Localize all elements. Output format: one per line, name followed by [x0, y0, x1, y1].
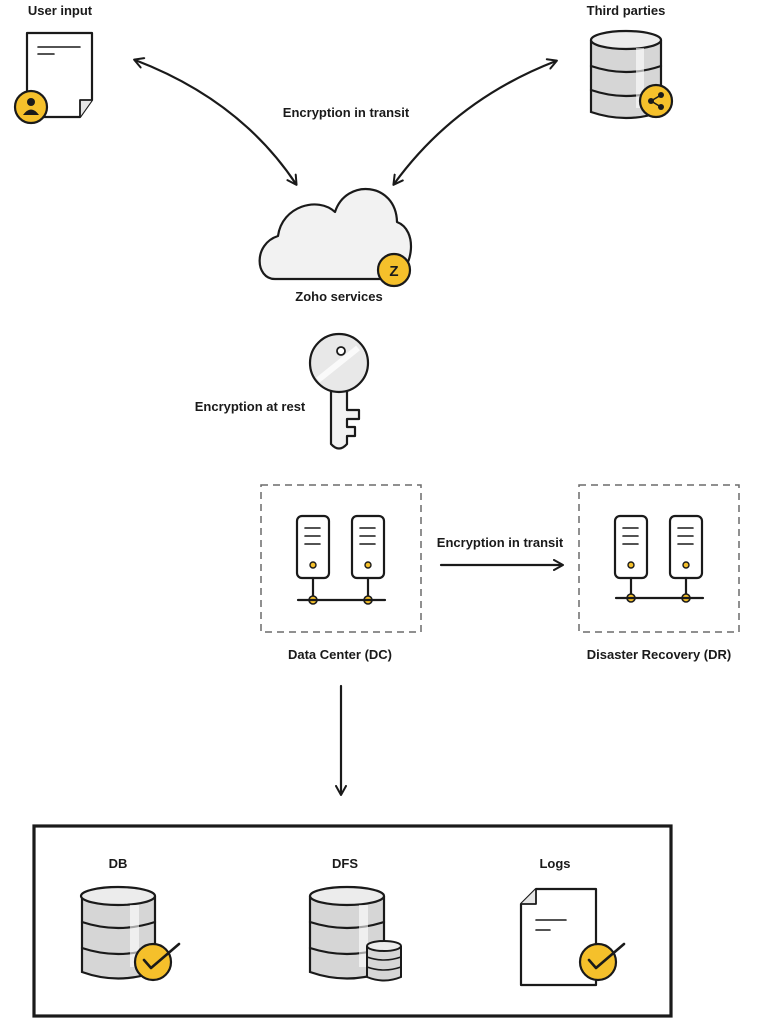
- cloud-icon: [258, 188, 412, 281]
- dr-server-icon-2: [668, 514, 704, 603]
- zoho-badge-letter: Z: [389, 263, 398, 280]
- dfs-label: DFS: [332, 856, 358, 871]
- zoho-badge-icon: Z: [376, 252, 412, 288]
- third-parties-label: Third parties: [587, 3, 666, 18]
- logs-check-icon: [578, 942, 626, 982]
- user-avatar-icon: [13, 89, 49, 125]
- user-input-label: User input: [28, 3, 93, 18]
- db-label: DB: [109, 856, 128, 871]
- logs-document-icon: [519, 887, 598, 987]
- disaster-recovery-label: Disaster Recovery (DR): [587, 647, 732, 662]
- data-center-label: Data Center (DC): [288, 647, 392, 662]
- storage-frame: [32, 824, 673, 1018]
- dc-server-icon-1: [295, 514, 331, 605]
- zoho-services-label: Zoho services: [295, 289, 382, 304]
- dfs-small-database-icon: [366, 940, 402, 982]
- dr-server-icon-1: [613, 514, 649, 603]
- logs-label: Logs: [539, 856, 570, 871]
- transit-arrow-thirdparty: [392, 58, 558, 186]
- disaster-recovery-frame: [578, 484, 740, 633]
- encryption-transit-label-top: Encryption in transit: [283, 105, 410, 120]
- transit-arrow-user: [133, 57, 298, 186]
- share-icon: [638, 83, 674, 119]
- db-check-icon: [133, 942, 181, 982]
- dc-server-icon-2: [350, 514, 386, 605]
- encryption-at-rest-label: Encryption at rest: [195, 399, 306, 414]
- data-center-frame: [260, 484, 422, 633]
- key-icon: [308, 332, 370, 450]
- encryption-transit-label-dr: Encryption in transit: [437, 535, 564, 550]
